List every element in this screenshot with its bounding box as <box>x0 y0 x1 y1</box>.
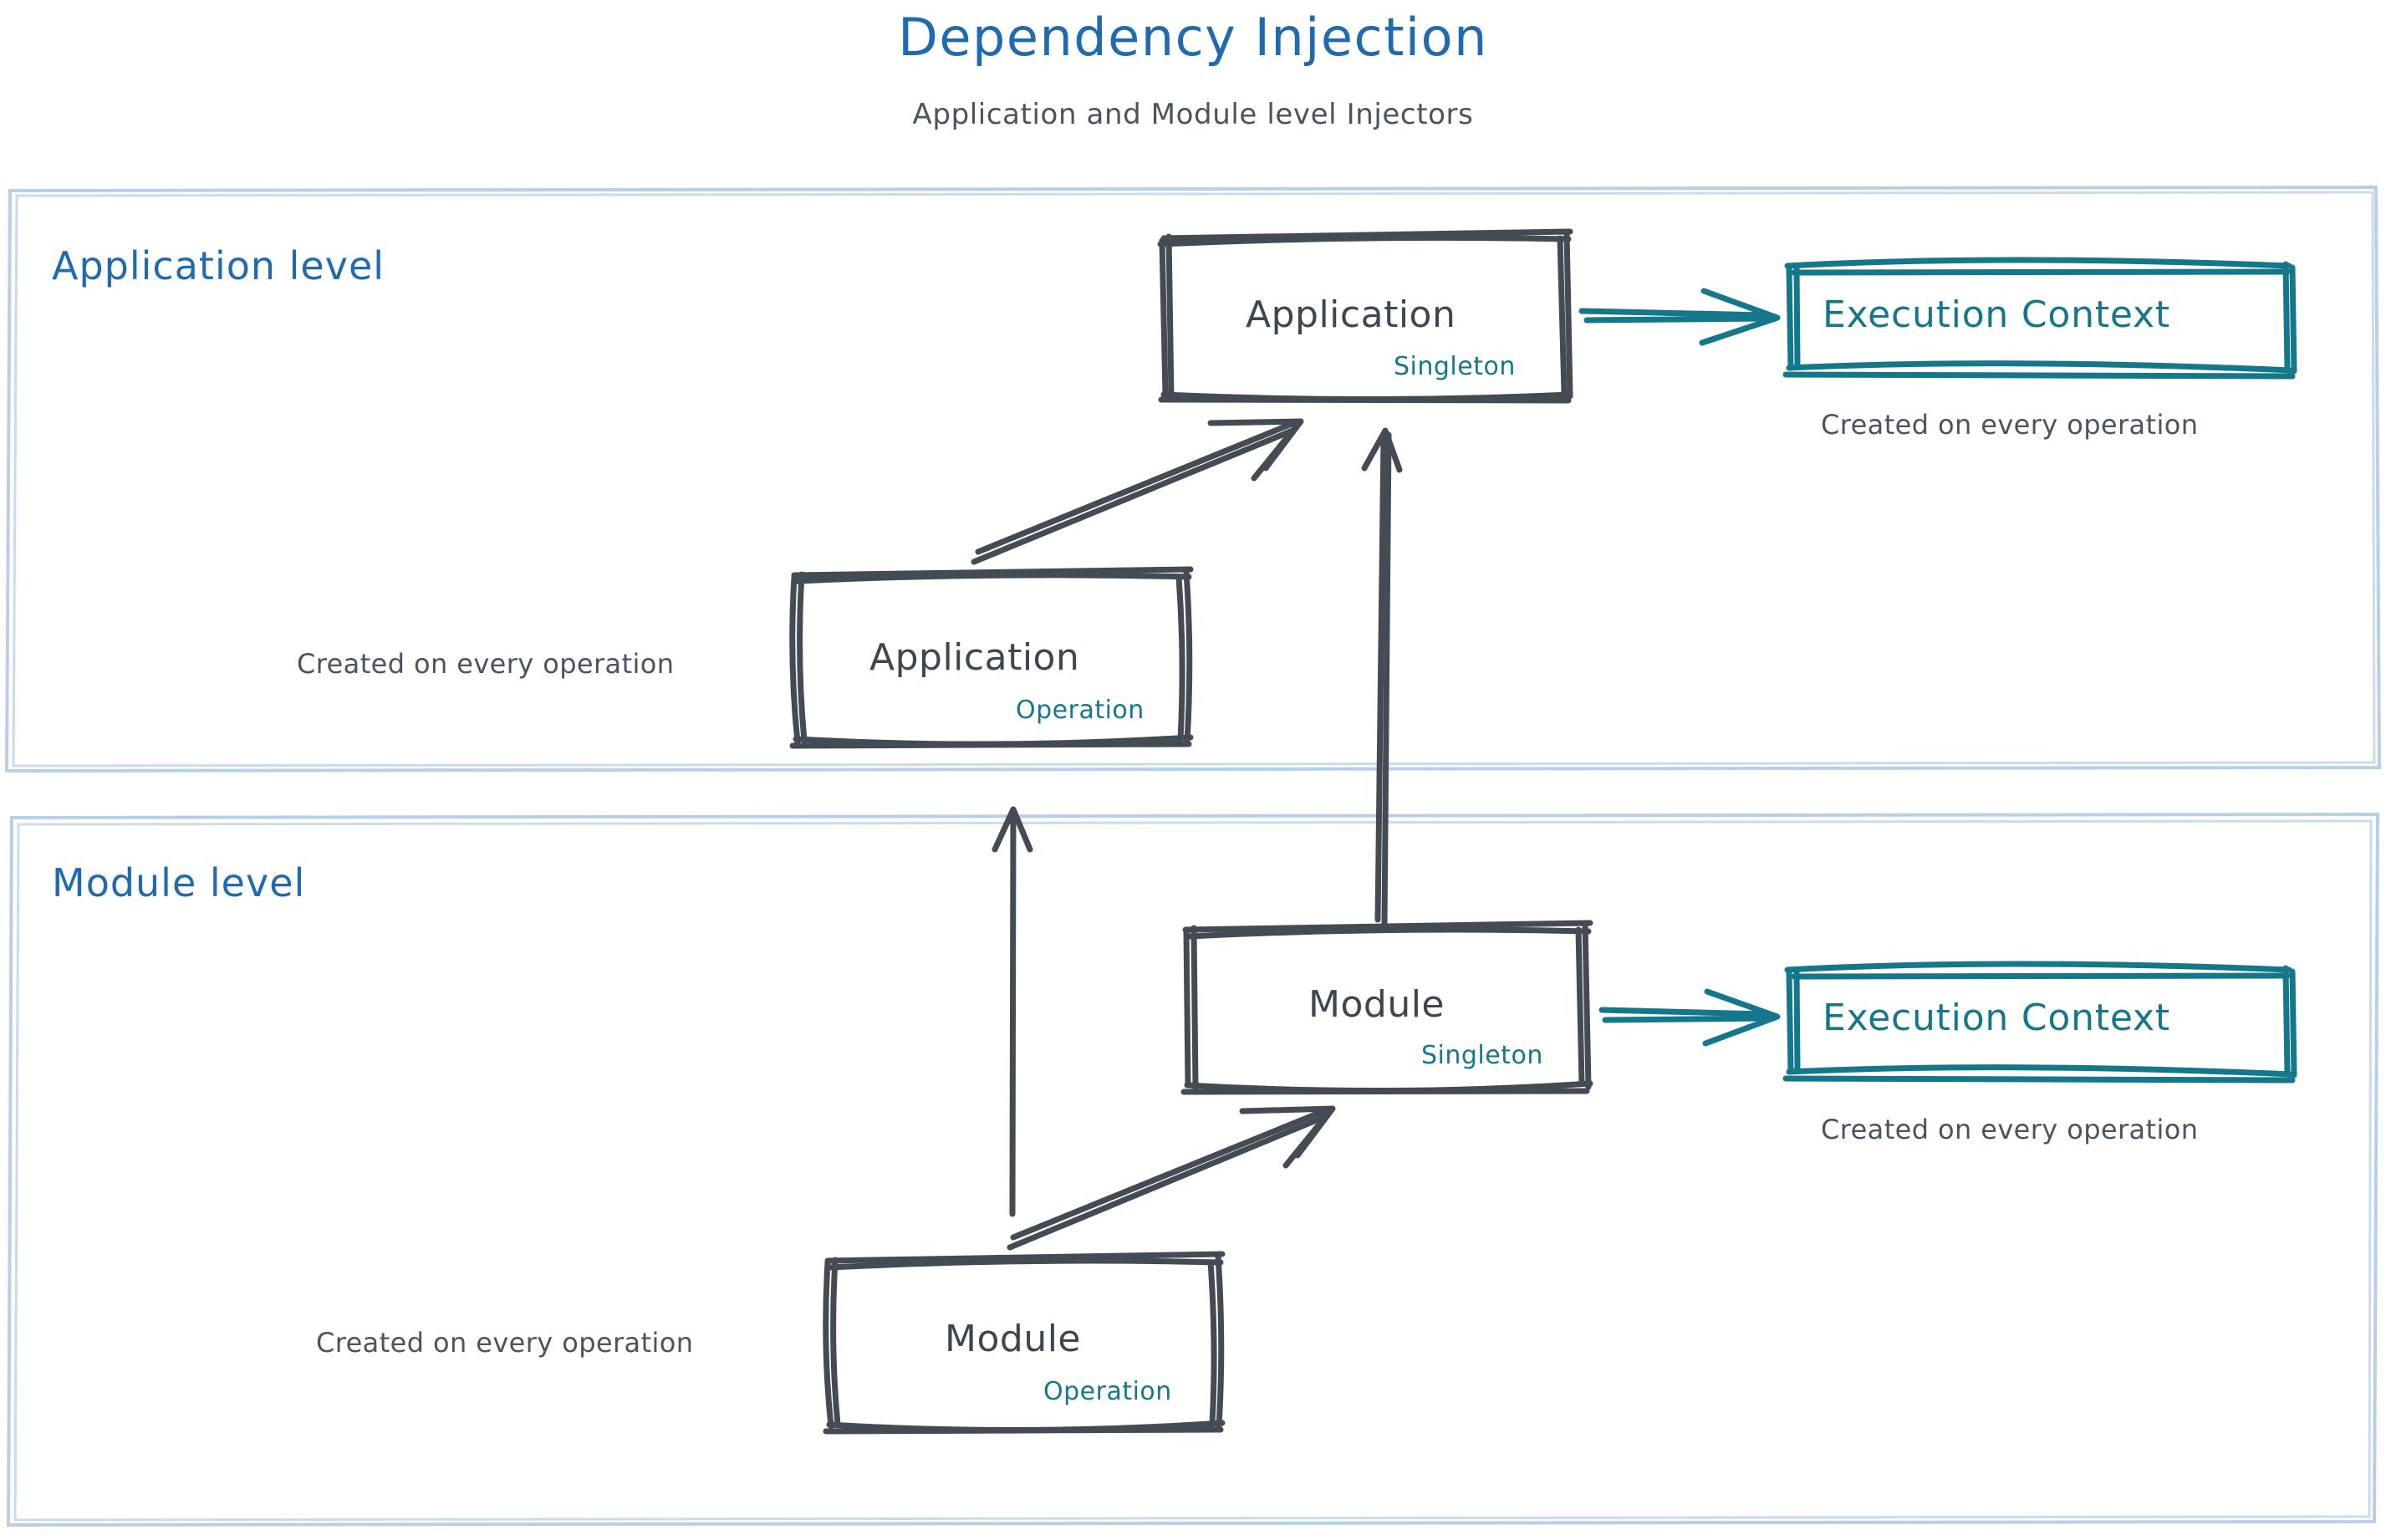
edge-module-operation-to-application-level <box>992 806 1033 1217</box>
edge-module-singleton-to-exec-context <box>1598 988 1781 1047</box>
container-label-module-level: Module level <box>52 860 306 905</box>
edge-app-singleton-to-exec-context <box>1578 288 1781 346</box>
page-title: Dependency Injection <box>898 7 1488 68</box>
page-subtitle: Application and Module level Injectors <box>912 98 1474 131</box>
edge-module-singleton-to-app-singleton <box>1361 427 1403 927</box>
node-label-execution-context-application: Execution Context <box>1823 293 2170 336</box>
node-label-execution-context-module: Execution Context <box>1823 997 2170 1039</box>
node-label-module-operation: Module <box>945 1318 1081 1360</box>
node-scope-module-singleton: Singleton <box>1421 1041 1543 1070</box>
edge-app-operation-to-app-singleton <box>971 418 1304 565</box>
node-scope-application-operation: Operation <box>1016 696 1145 725</box>
node-label-application-operation: Application <box>869 636 1080 679</box>
node-scope-module-operation: Operation <box>1043 1377 1172 1406</box>
node-scope-application-singleton: Singleton <box>1394 352 1516 381</box>
caption-execution-context-application: Created on every operation <box>1821 409 2199 441</box>
container-label-application-level: Application level <box>52 243 385 288</box>
node-label-application-singleton: Application <box>1246 293 1456 336</box>
caption-application-operation: Created on every operation <box>297 648 675 680</box>
caption-module-operation: Created on every operation <box>316 1327 694 1359</box>
container-module-level <box>6 812 2380 1527</box>
node-label-module-singleton: Module <box>1308 983 1445 1026</box>
caption-execution-context-module: Created on every operation <box>1821 1114 2199 1145</box>
edge-module-operation-to-module-singleton <box>1007 1105 1336 1251</box>
